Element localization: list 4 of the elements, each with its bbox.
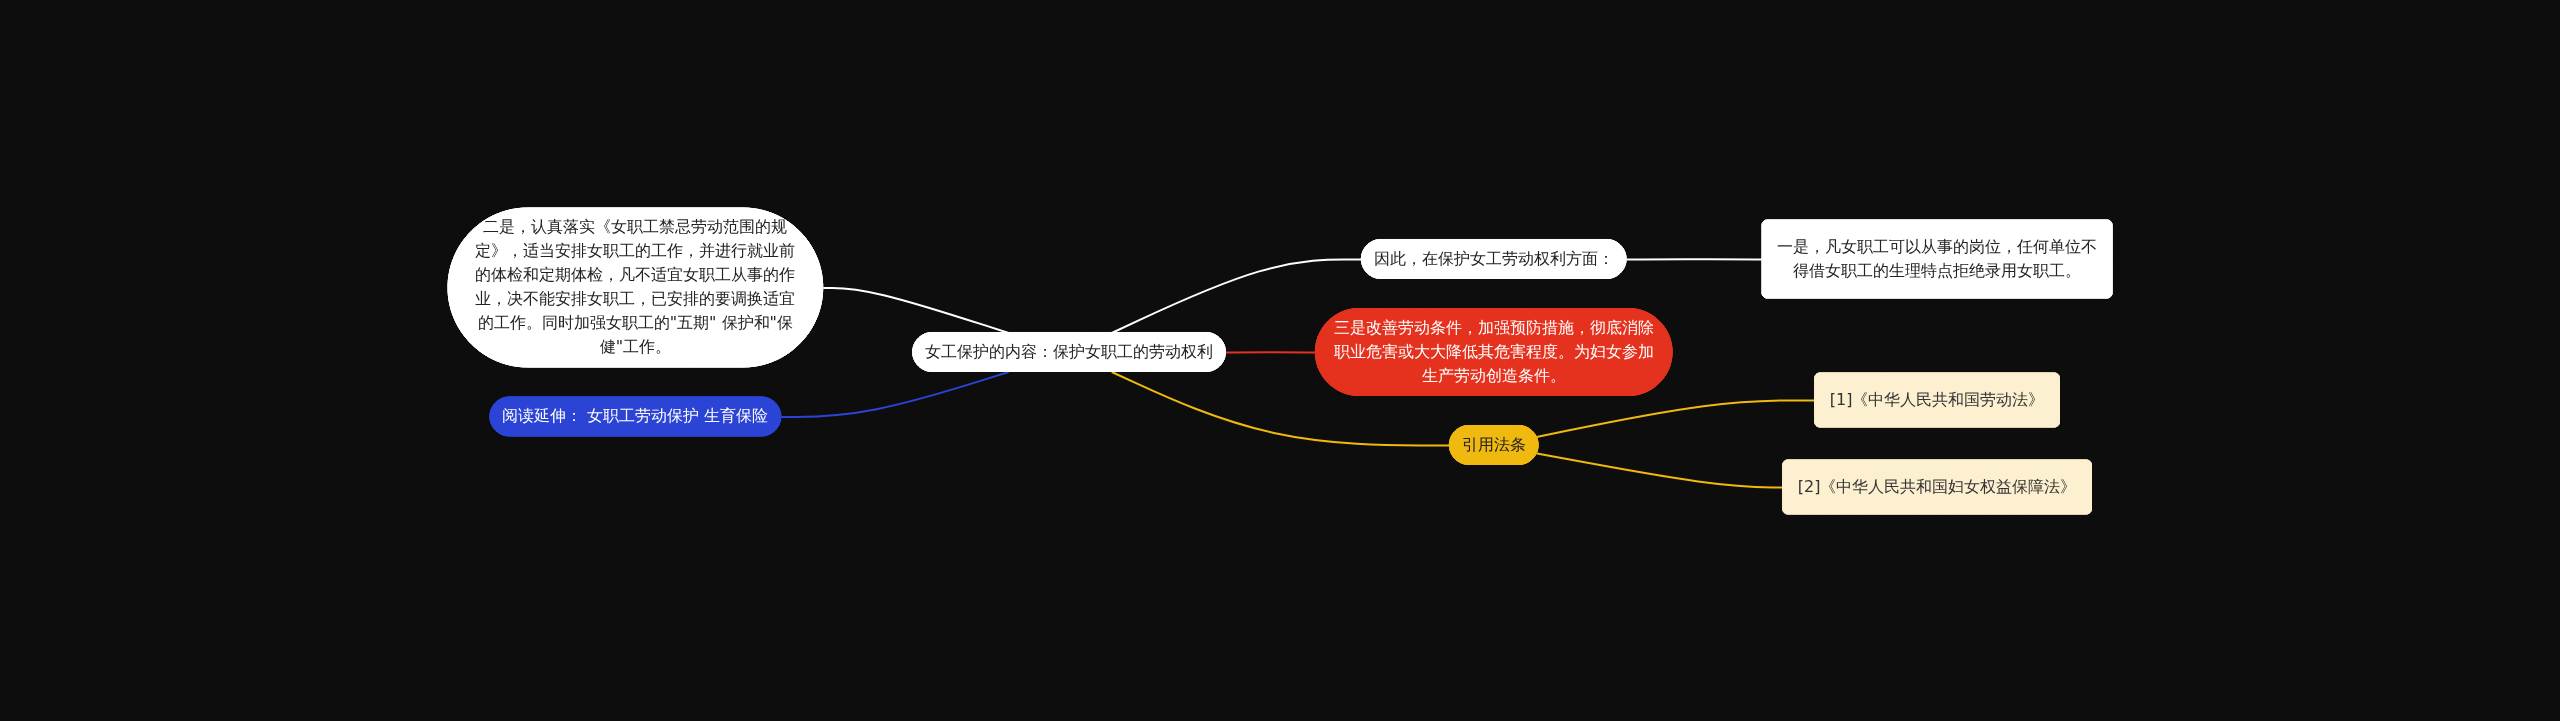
connector: [1625, 257, 1764, 260]
connector: [1110, 370, 1451, 446]
connector: [780, 370, 1010, 418]
connector: [1224, 350, 1317, 353]
